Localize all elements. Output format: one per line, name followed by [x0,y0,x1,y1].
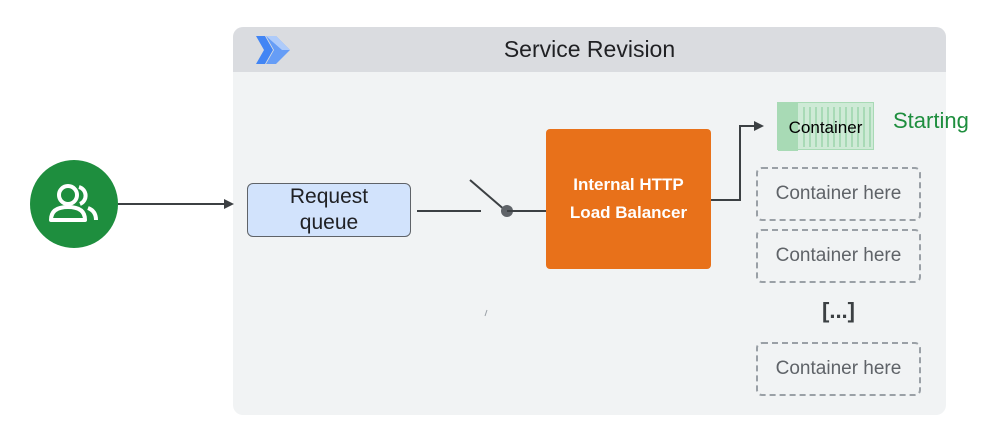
starting-status: Starting [893,108,969,133]
service-revision-title: Service Revision [503,36,676,62]
internal-load-balancer: Internal HTTP Load Balancer [546,129,711,269]
container-slot: Container here [756,229,921,283]
container-slot: Container here [756,342,921,396]
stray-mark [484,309,488,317]
cloud-run-logo-icon [256,36,290,64]
lb-to-container-arrow [711,121,764,201]
users-node [30,160,118,248]
container-label: Container [788,118,863,137]
container-slot: Container here [756,167,921,221]
container-graphic [778,103,871,151]
service-revision-header [233,27,946,72]
request-queue: Request queue [247,183,411,237]
starting-container-box [777,102,874,151]
people-icon [49,184,98,222]
more-containers-ellipsis: [...] [822,298,855,323]
